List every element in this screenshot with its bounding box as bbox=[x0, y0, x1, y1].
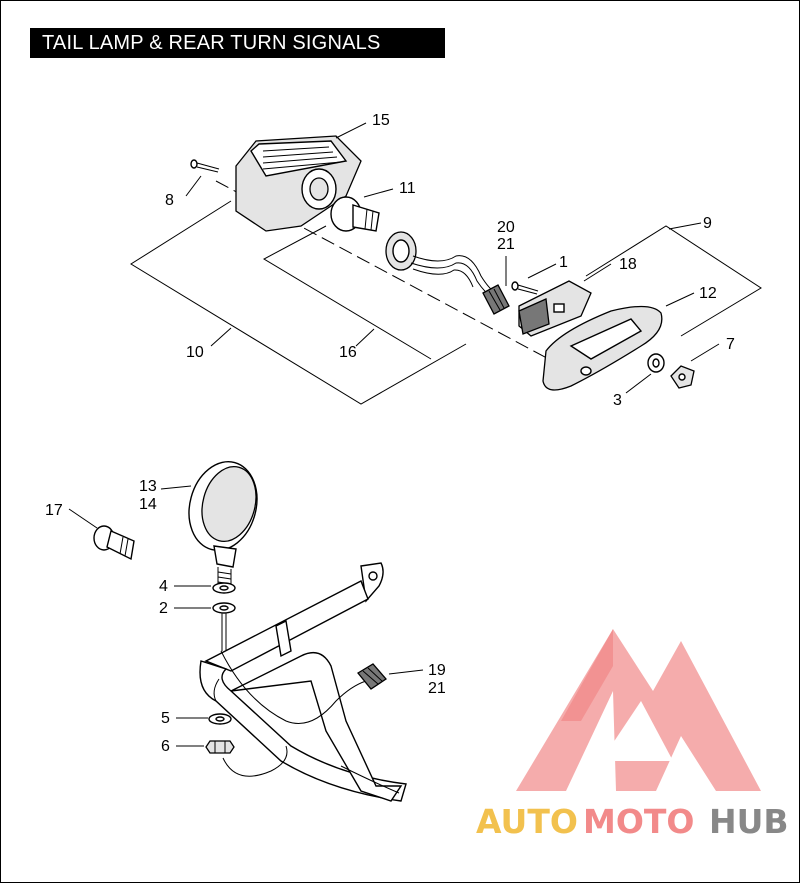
callout-1: 1 bbox=[559, 254, 568, 271]
watermark-text-hub: HUB bbox=[709, 802, 789, 841]
callout-4: 4 bbox=[159, 578, 168, 595]
callout-12: 12 bbox=[699, 285, 717, 302]
callout-8: 8 bbox=[165, 192, 174, 209]
leader-17 bbox=[68, 508, 98, 529]
leader-11 bbox=[363, 188, 394, 198]
callout-5: 5 bbox=[161, 710, 170, 727]
lamp-base bbox=[542, 305, 663, 391]
hex-nut bbox=[205, 740, 235, 754]
leader-7 bbox=[690, 343, 720, 362]
callout-9: 9 bbox=[703, 215, 712, 232]
watermark-text-moto: MOTO bbox=[583, 802, 694, 841]
mount-screw bbox=[511, 281, 539, 295]
callout-21-upper: 21 bbox=[497, 236, 515, 253]
watermark-text-auto: AUTO bbox=[476, 802, 578, 841]
callout-16: 16 bbox=[339, 344, 357, 361]
callout-19: 19 bbox=[428, 662, 446, 679]
turn-signal-harness bbox=[220, 650, 387, 777]
callout-bracket-10 bbox=[130, 200, 467, 405]
leader-9 bbox=[668, 222, 702, 230]
housing-screw bbox=[190, 159, 220, 173]
leader-13-14 bbox=[160, 485, 192, 490]
callout-11: 11 bbox=[399, 180, 416, 197]
callout-18: 18 bbox=[619, 256, 637, 273]
tail-lamp-bulb bbox=[330, 196, 380, 232]
base-washer bbox=[647, 353, 665, 373]
tail-lamp-housing bbox=[235, 135, 362, 232]
base-nut bbox=[670, 365, 695, 389]
callout-17: 17 bbox=[45, 502, 63, 519]
callout-6: 6 bbox=[161, 738, 170, 755]
leader-18 bbox=[583, 263, 612, 282]
callout-21-lower: 21 bbox=[428, 680, 446, 697]
callout-3: 3 bbox=[613, 392, 622, 409]
mounting-rail bbox=[199, 562, 407, 802]
harness-connector bbox=[482, 284, 510, 315]
lock-washer-top bbox=[212, 582, 236, 594]
lamp-bracket bbox=[518, 280, 592, 337]
callout-bracket-16 bbox=[262, 225, 432, 360]
leader-8 bbox=[185, 175, 202, 197]
flat-washer-bottom bbox=[208, 713, 232, 725]
flat-washer-top bbox=[212, 602, 236, 614]
leader-3 bbox=[625, 373, 652, 394]
leader-12 bbox=[665, 292, 695, 307]
leader-16 bbox=[355, 328, 375, 347]
callout-13: 13 bbox=[139, 478, 157, 495]
callout-2: 2 bbox=[159, 600, 168, 617]
callout-14: 14 bbox=[139, 496, 157, 513]
bulb-socket-harness bbox=[385, 231, 497, 299]
callout-bracket-9 bbox=[585, 225, 762, 337]
leader-10 bbox=[210, 327, 232, 347]
stud-wire bbox=[221, 613, 227, 651]
turn-signal-bulb bbox=[93, 525, 135, 561]
callout-20: 20 bbox=[497, 219, 515, 236]
leader-15 bbox=[335, 122, 367, 139]
turn-signal-lamp bbox=[188, 461, 258, 589]
page-title: TAIL LAMP & REAR TURN SIGNALS bbox=[30, 28, 445, 58]
leader-19-21 bbox=[388, 669, 424, 675]
callout-10: 10 bbox=[186, 344, 204, 361]
leader-1 bbox=[527, 263, 557, 279]
callout-7: 7 bbox=[726, 336, 735, 353]
callout-15: 15 bbox=[372, 112, 390, 129]
watermark-logo bbox=[516, 629, 761, 791]
